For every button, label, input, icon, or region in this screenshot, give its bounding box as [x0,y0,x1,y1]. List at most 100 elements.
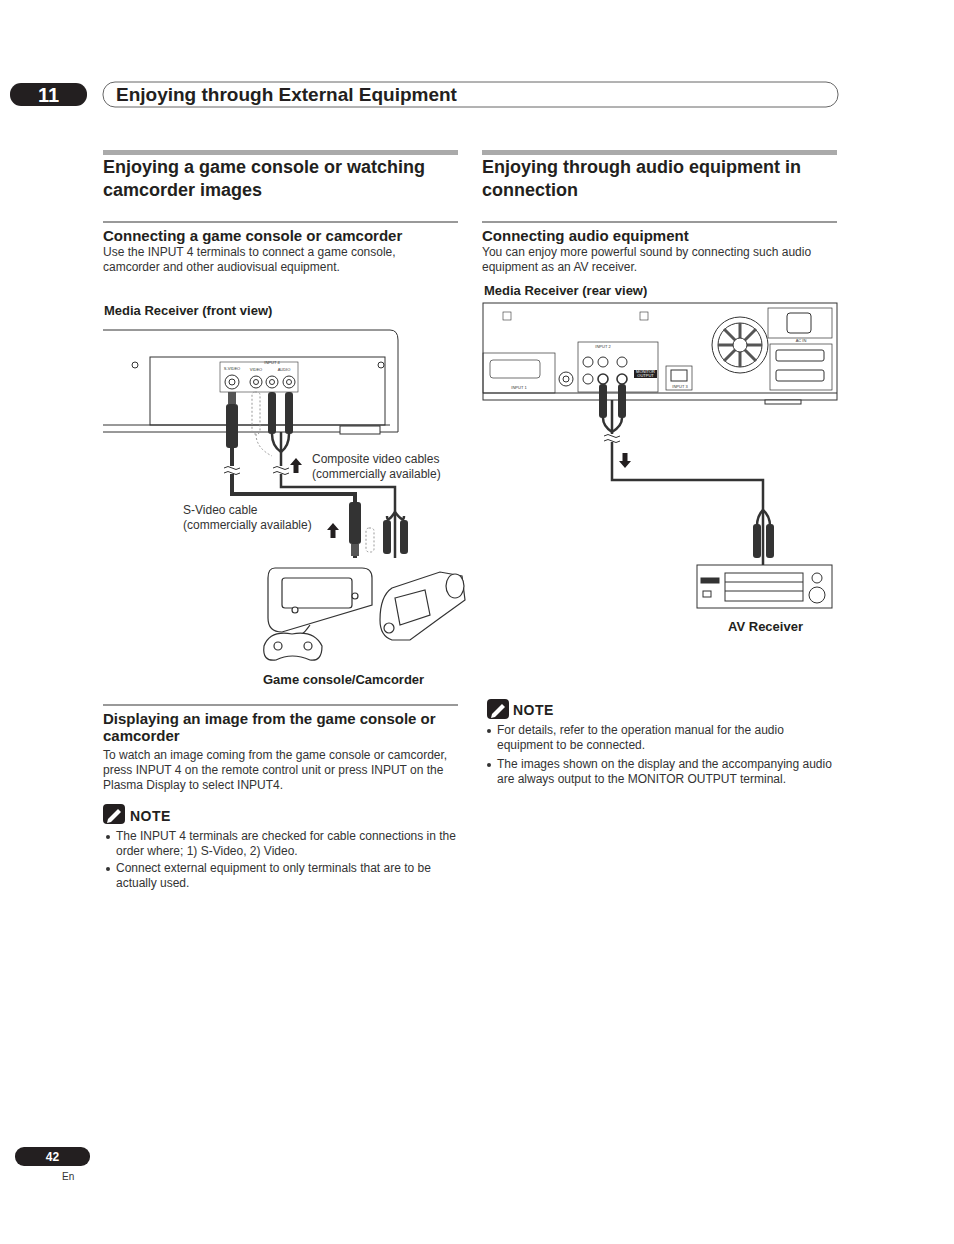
media-receiver-rear-part [598,357,608,367]
terminal-label: INPUT 1 [506,386,532,390]
media-receiver-rear-part [765,400,801,404]
console-plugs [349,502,408,556]
cable-break-part [224,466,240,474]
direction-arrow-part [327,523,339,538]
terminal-label: INPUT 4 [248,361,296,365]
av-receiver-part [725,591,803,592]
media-receiver-rear-part [776,370,824,381]
game-console-part [274,642,282,650]
cable-break-part [604,434,620,442]
terminal-label: INPUT 2 [583,345,623,349]
media-receiver-front-part [250,376,262,388]
front-plugs-part [285,392,293,434]
game-console-part [352,593,358,599]
heading-rules-part [482,150,837,155]
media-receiver-rear-part [718,323,762,367]
direction-arrow-part [619,453,631,468]
note-icon-part [487,699,509,719]
camcorder-part [395,590,430,625]
media-receiver-rear-part [640,312,648,320]
media-receiver-rear-part [787,313,811,333]
note-text: For details, refer to the operation manu… [497,723,832,753]
av-receiver-part [725,582,803,583]
bullet-dot [487,729,491,733]
media-receiver-rear-part [483,303,837,400]
chapter-number: 11 [10,84,87,107]
rear-plugs-part [599,384,607,418]
game-console-part [292,607,298,613]
note-icon [103,699,509,824]
terminal-label: AC IN [785,339,817,343]
media-receiver-rear-part [712,317,768,373]
page-number-pill-part [15,1147,90,1166]
cable-connector [232,432,355,558]
front-plugs [226,392,293,456]
node-caption: Media Receiver (rear view) [484,283,647,298]
front-plugs-part [268,392,276,434]
media-receiver-rear-part [490,360,540,378]
page-number-pill [15,1147,90,1166]
av-receiver-part [725,573,803,601]
cable-break-part [273,466,289,474]
note-icon-part [107,809,121,823]
rear-plugs [599,384,626,432]
media-receiver-front-part [270,380,275,385]
media-receiver-rear: Media Receiver (rear view) [483,283,838,400]
camcorder [380,572,465,640]
cable-break-part [273,467,289,475]
front-plugs-part [256,434,272,456]
front-plugs-part [252,392,260,434]
media-receiver-rear-part [617,374,627,384]
camcorder-part [446,574,464,598]
subsection-heading: Connecting audio equipment [482,227,837,244]
header-bar [10,82,838,107]
camcorder-part [384,623,394,633]
front-plugs-part [228,392,236,404]
media-receiver-front-part [287,380,292,385]
media-receiver-rear-part [770,344,832,390]
game-console [264,568,372,660]
media-receiver-rear-part [563,376,569,382]
media-receiver-front-part [283,376,295,388]
game-console-part [268,568,372,632]
rear-plugs-part [603,418,622,432]
media-receiver-front-part [132,362,138,368]
note-icon-part [491,704,505,718]
camcorder-part [380,572,465,640]
terminal-label: MONITOR OUTPUT [634,370,657,378]
bullet-dot [487,763,491,767]
av-receiver-part [697,565,832,608]
bullet-dot [106,867,110,871]
media-receiver-rear-part [578,342,658,392]
console-plugs-part [351,544,359,556]
terminal-label: INPUT 3 [666,385,694,389]
cable-connector [281,432,395,558]
cable-label: Composite video cables (commercially ava… [310,452,464,482]
body-text: Use the INPUT 4 terminals to connect a g… [103,245,433,275]
note-heading: NOTE [513,702,573,718]
console-plugs-part [366,528,374,552]
media-receiver-front-part [254,380,259,385]
media-receiver-rear-part [483,353,555,393]
section-heading: Enjoying through audio equipment in conn… [482,156,832,202]
game-console-part [304,642,312,650]
terminal-label: S-VIDEO [218,367,246,371]
av-receiver-plugs [753,510,774,558]
media-receiver-rear-part [671,370,687,381]
media-receiver-front-part [266,376,278,388]
body-text: To watch an image coming from the game c… [103,748,448,793]
av-receiver-part [701,578,719,583]
media-receiver-rear-part [583,374,593,384]
section-heading: Enjoying a game console or watching camc… [103,156,453,202]
header-bar-part [10,83,87,106]
av-receiver-plugs-part [757,510,770,526]
subsection-heading: Connecting a game console or camcorder [103,227,458,244]
media-receiver-front-part [340,426,380,434]
av-receiver-part [703,591,711,597]
heading-rules-part [103,150,458,155]
direction-arrow [290,453,631,538]
cable-label: S-Video cable (commercially available) [181,503,325,533]
media-receiver-front: Media Receiver (front view) [103,303,403,432]
bullet-dot [106,835,110,839]
media-receiver-rear-part [598,374,608,384]
